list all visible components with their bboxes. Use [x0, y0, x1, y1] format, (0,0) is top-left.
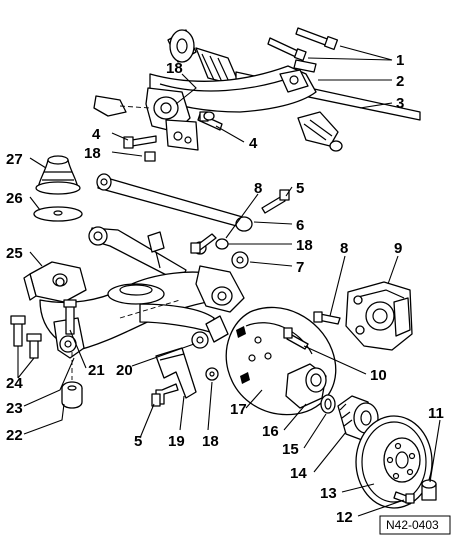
cross-member [149, 65, 317, 113]
label-1: 1 [396, 52, 404, 69]
label-13: 13 [320, 485, 337, 502]
leader-lines [17, 45, 441, 517]
label-25: 25 [6, 245, 23, 262]
mounting-bolts [267, 27, 339, 73]
label-11: 11 [428, 405, 444, 422]
label-4-left: 4 [92, 126, 101, 143]
nut-18-upper [144, 111, 215, 162]
label-5-upper: 5 [296, 180, 304, 197]
bolt-8-caliper [313, 311, 341, 325]
label-12: 12 [336, 509, 353, 526]
label-26: 26 [6, 190, 23, 207]
subframe-bracket [93, 87, 199, 151]
label-19: 19 [168, 433, 185, 450]
label-10: 10 [370, 367, 387, 384]
label-18-left: 18 [84, 145, 101, 162]
bolt-5-upper [261, 189, 290, 214]
bolt-10 [283, 327, 309, 350]
nut-18-lower [205, 367, 219, 381]
label-22: 22 [6, 427, 23, 444]
label-17: 17 [230, 401, 247, 418]
bolt-8-upper [190, 233, 217, 254]
label-27: 27 [6, 151, 23, 168]
label-14: 14 [290, 465, 307, 482]
label-3: 3 [396, 95, 404, 112]
label-18-top: 18 [166, 60, 183, 77]
label-21: 21 [88, 362, 105, 379]
mounting-bracket [23, 261, 87, 303]
label-8-caliper: 8 [340, 240, 348, 257]
bolts-24 [10, 315, 42, 359]
reference-box: N42-0403 [379, 515, 451, 535]
bolt-5-lower [151, 383, 179, 407]
bushing-20 [191, 331, 209, 349]
seal-ring [320, 394, 336, 414]
bolt-21 [63, 299, 77, 335]
label-23: 23 [6, 400, 23, 417]
label-4-right: 4 [249, 135, 258, 152]
label-5-lower: 5 [134, 433, 142, 450]
wheel-nut-11 [421, 479, 437, 501]
callout-labels: 1 2 3 18 4 4 18 27 26 25 8 5 6 18 7 8 9 … [6, 52, 444, 526]
spacer-disc [33, 206, 83, 222]
label-20: 20 [116, 362, 133, 379]
label-6: 6 [296, 217, 304, 234]
label-8-upper: 8 [254, 180, 262, 197]
label-24: 24 [6, 375, 23, 392]
bump-stop [35, 155, 81, 195]
label-18-low: 18 [202, 433, 219, 450]
label-7: 7 [296, 259, 304, 276]
rubber-bushing [61, 352, 83, 409]
brake-caliper [345, 281, 413, 351]
trailing-rod [96, 173, 253, 232]
brake-disc [355, 415, 433, 509]
label-15: 15 [282, 441, 299, 458]
stub-axle [285, 363, 327, 409]
diagram-reference-code: N42-0403 [386, 518, 439, 532]
bolt-12 [393, 491, 415, 505]
label-16: 16 [262, 423, 279, 440]
label-9: 9 [394, 240, 402, 257]
label-2: 2 [396, 73, 404, 90]
axle-beam [39, 265, 245, 359]
label-18-mid: 18 [296, 237, 313, 254]
